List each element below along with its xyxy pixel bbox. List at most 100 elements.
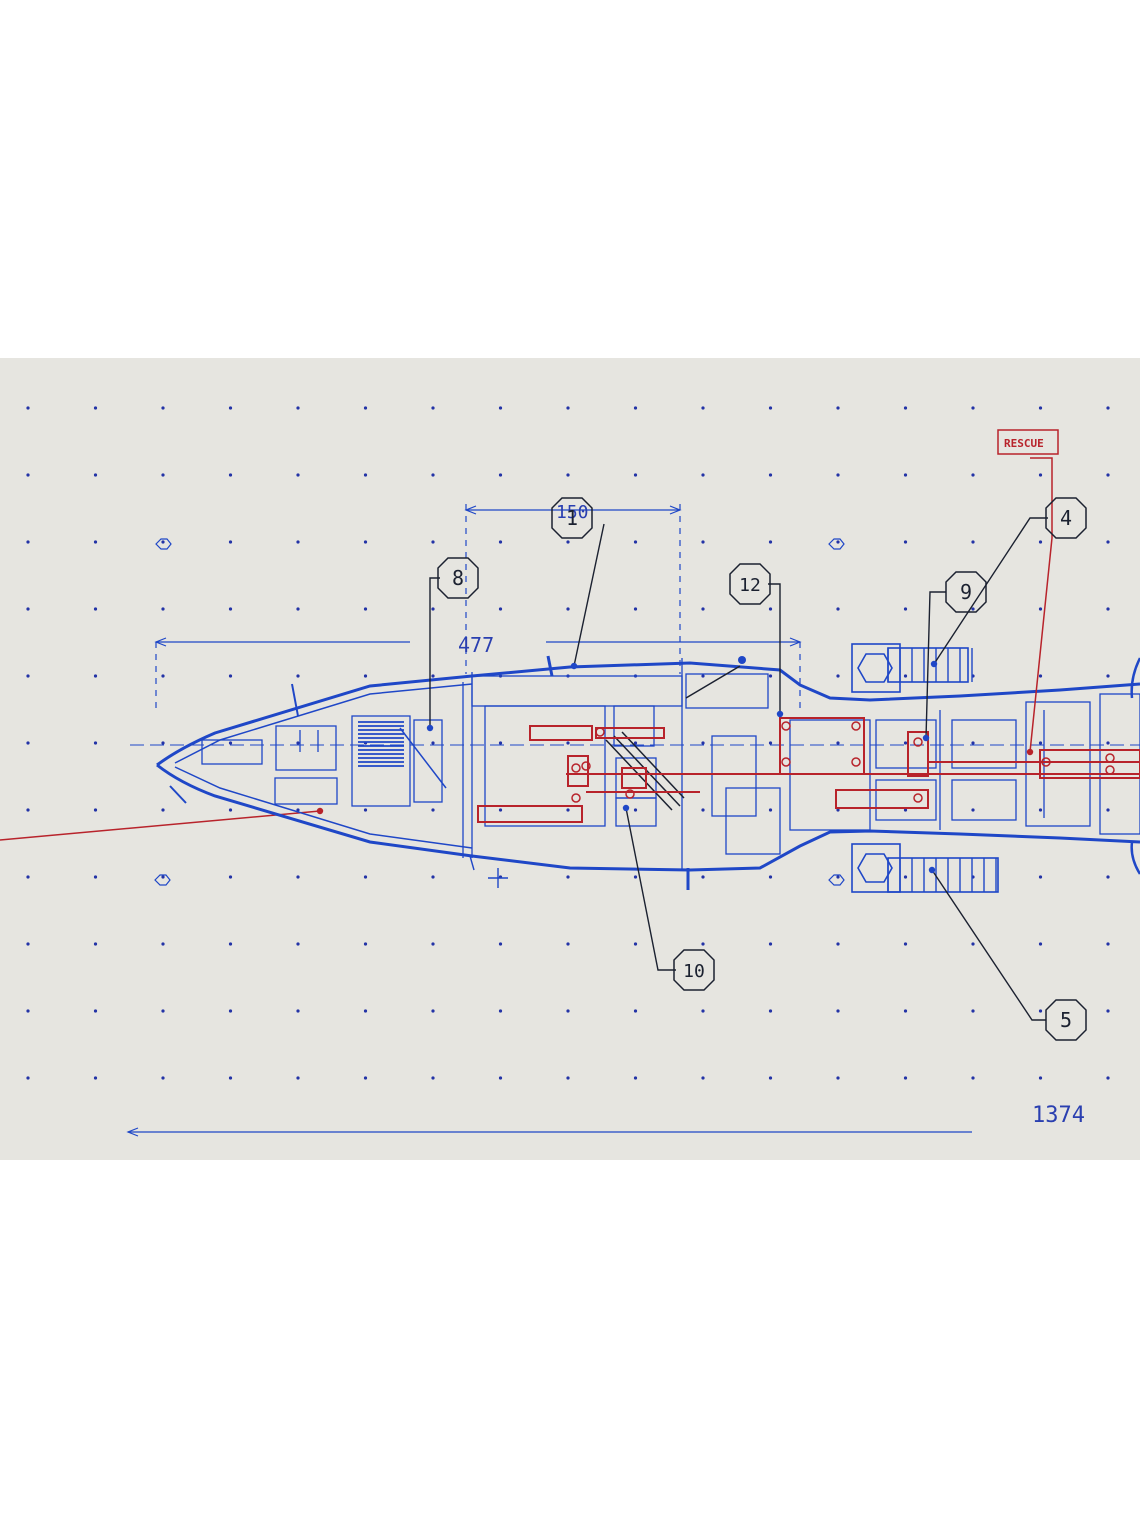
grid-dot [26, 1009, 30, 1013]
grid-dot [498, 741, 503, 745]
grid-dot [768, 1009, 773, 1013]
arrow-head [154, 637, 167, 647]
front-compartments [201, 715, 443, 807]
grid-dot [363, 540, 368, 544]
grid-dot [701, 607, 705, 611]
grid-dot [903, 406, 908, 410]
red-valve [781, 721, 791, 731]
grid-dot [26, 674, 30, 678]
grid-dot [1106, 741, 1110, 745]
grid-dot [768, 741, 773, 745]
grid-dot [161, 942, 165, 946]
grid-dot [431, 406, 435, 410]
callout-8: 8 [437, 557, 479, 599]
leader-dot [316, 807, 324, 815]
grid-dot [1038, 808, 1043, 812]
grid-dot [228, 674, 233, 678]
grid-dot [903, 741, 908, 745]
hex-marker [828, 538, 845, 550]
grid-dot [26, 942, 30, 946]
grid-dot [1038, 674, 1043, 678]
grid-dot [903, 942, 908, 946]
grid-dot [93, 674, 98, 678]
red-manifold [835, 789, 929, 809]
grid-dot [363, 1076, 368, 1080]
grid-dot [633, 1076, 638, 1080]
leader-lines [429, 517, 1048, 1021]
ladder-rail [621, 731, 685, 799]
grid-dot [363, 1009, 368, 1013]
hex-markers [154, 538, 845, 886]
leader-1 [573, 523, 605, 667]
leader-dot [570, 662, 578, 670]
grid-dot [701, 674, 705, 678]
callout-12: 12 [729, 563, 771, 605]
arrow-head [669, 505, 682, 515]
leader-9 [925, 591, 946, 739]
grid-dot [93, 1076, 98, 1080]
grid-dot [768, 473, 773, 477]
grid-dot [363, 607, 368, 611]
grid-dot [971, 1009, 975, 1013]
compartment [413, 719, 443, 803]
grid-dot [701, 473, 705, 477]
grid-dot [1106, 540, 1110, 544]
grid-dot [498, 1076, 503, 1080]
grid-dot [836, 473, 840, 477]
grid-dot [228, 875, 233, 879]
svg-text:8: 8 [452, 566, 464, 590]
svg-text:4: 4 [1060, 506, 1072, 530]
cabin-frame [615, 797, 657, 827]
red-pipe [529, 725, 593, 741]
grid-dot [836, 942, 840, 946]
grid-dot [971, 406, 975, 410]
grid-dot [296, 540, 300, 544]
grid-dot [431, 808, 435, 812]
cabin-frame [951, 779, 1017, 821]
grid-dot [971, 808, 975, 812]
grid-dot [566, 741, 570, 745]
rescue-tag-box [997, 429, 1059, 455]
grid-dot [296, 741, 300, 745]
svg-text:10: 10 [683, 961, 705, 982]
red-valve [913, 793, 923, 803]
grid-dot [633, 473, 638, 477]
grid-dot [498, 473, 503, 477]
grid-dot [161, 406, 165, 410]
grid-dot [161, 1009, 165, 1013]
grid-dot [768, 674, 773, 678]
hex-marker [828, 874, 845, 886]
svg-text:5: 5 [1060, 1008, 1072, 1032]
grid-dot [1038, 875, 1043, 879]
dimension-lines [128, 504, 972, 1133]
grid-dot [903, 808, 908, 812]
grid-dot [836, 540, 840, 544]
right-section [1130, 657, 1140, 875]
compartment [274, 777, 338, 805]
grid-dot [26, 808, 30, 812]
dim-label-1374: 1374 [1032, 1103, 1085, 1128]
grid-dot [768, 540, 773, 544]
hull-top [156, 661, 1140, 767]
grid-dot [971, 607, 975, 611]
dimension-arrows [126, 505, 802, 1137]
blueprint-drawing: 150 477 1374 1 4 [0, 406, 1140, 1137]
grid-dot [566, 406, 570, 410]
leader-dot [622, 804, 630, 812]
grid-dot [1038, 741, 1043, 745]
grid-dot [228, 473, 233, 477]
grid-dot [296, 473, 300, 477]
grid-dot [633, 607, 638, 611]
grid-dot [1106, 1076, 1110, 1080]
grid-dot [971, 473, 975, 477]
grid-dot [633, 875, 638, 879]
grid-dot [431, 540, 435, 544]
leader-8 [429, 577, 440, 728]
grid-dot [363, 674, 368, 678]
grid-dot [1038, 607, 1043, 611]
grid-dot [26, 473, 30, 477]
cabin-frame [484, 705, 606, 827]
ladder-diagonal [399, 727, 447, 789]
grid-dot [228, 607, 233, 611]
grid-dot [363, 406, 368, 410]
